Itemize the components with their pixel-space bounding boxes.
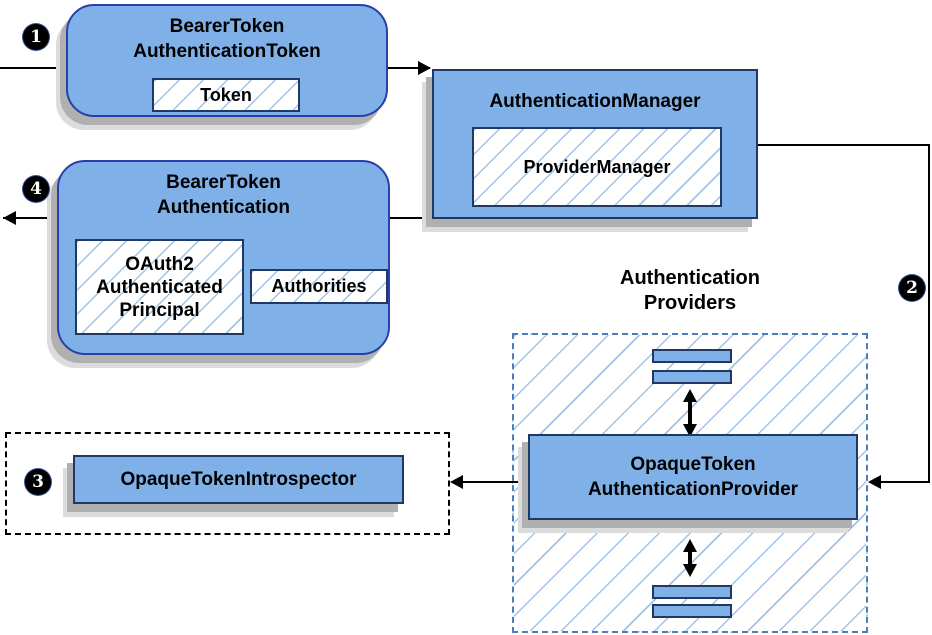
bidirectional-arrow-shaft bbox=[688, 550, 692, 566]
manager-to-provider-line-bottom bbox=[878, 481, 930, 483]
title-line-2: AuthenticationProvider bbox=[587, 479, 799, 500]
arrowhead-to-manager bbox=[418, 61, 431, 75]
provider-to-introspector-line bbox=[454, 481, 528, 483]
provider-stack-bar bbox=[652, 604, 732, 618]
authentication-providers-label: Authentication Providers bbox=[512, 266, 868, 316]
token-field: Token bbox=[152, 78, 300, 112]
title-line-2: AuthenticationToken bbox=[133, 41, 321, 62]
step-badge-4: 4 bbox=[23, 176, 49, 202]
step-badge-3: 3 bbox=[25, 469, 51, 495]
title-line-1: OpaqueToken bbox=[630, 454, 756, 475]
opaque-token-introspector-node: OpaqueTokenIntrospector bbox=[73, 455, 404, 504]
oauth2-authenticated-principal-field: OAuth2 Authenticated Principal bbox=[75, 239, 244, 335]
label-line-1: Authentication bbox=[620, 267, 760, 289]
provider-manager-field: ProviderManager bbox=[472, 127, 722, 207]
manager-to-provider-line-top bbox=[758, 144, 930, 146]
bidirectional-arrow-icon bbox=[683, 389, 697, 402]
authentication-manager-title: AuthenticationManager bbox=[489, 91, 701, 112]
step-badge-1: 1 bbox=[23, 24, 49, 50]
provider-manager-label: ProviderManager bbox=[523, 156, 671, 177]
token-label: Token bbox=[200, 84, 252, 105]
step-number: 1 bbox=[30, 27, 42, 47]
bearer-token-authentication-token-node: BearerToken AuthenticationToken Token bbox=[66, 4, 388, 117]
step-number: 2 bbox=[906, 278, 918, 298]
title-line-1: BearerToken bbox=[169, 16, 285, 37]
step-badge-2: 2 bbox=[899, 275, 925, 301]
title-line-1: BearerToken bbox=[166, 172, 281, 193]
step-number: 3 bbox=[32, 472, 44, 492]
authorities-field: Authorities bbox=[250, 269, 388, 304]
label-line-2: Providers bbox=[643, 292, 737, 314]
principal-line-1: OAuth2 bbox=[125, 253, 194, 275]
arrowhead-to-introspector bbox=[450, 475, 463, 489]
opaque-token-authentication-provider-node: OpaqueToken AuthenticationProvider bbox=[528, 434, 858, 520]
authorities-label: Authorities bbox=[271, 276, 367, 296]
provider-stack-bar bbox=[652, 370, 732, 384]
bidirectional-arrow-icon bbox=[683, 424, 697, 437]
bidirectional-arrow-shaft bbox=[688, 400, 692, 426]
provider-stack-bar bbox=[652, 349, 732, 363]
arrowhead-to-provider bbox=[868, 475, 881, 489]
arrowhead-result-out bbox=[3, 211, 16, 225]
opaque-token-authentication-provider-title: OpaqueToken AuthenticationProvider bbox=[530, 436, 856, 518]
manager-to-provider-line-vertical bbox=[928, 144, 930, 483]
bearer-token-authentication-title: BearerToken Authentication bbox=[59, 162, 388, 220]
authentication-manager-node: AuthenticationManager ProviderManager bbox=[432, 69, 758, 219]
bearer-token-authentication-node: BearerToken Authentication OAuth2 Authen… bbox=[57, 160, 390, 355]
bidirectional-arrow-icon bbox=[683, 539, 697, 552]
step-number: 4 bbox=[30, 179, 42, 199]
opaque-token-introspector-label: OpaqueTokenIntrospector bbox=[120, 468, 357, 490]
title-line-2: Authentication bbox=[157, 197, 290, 218]
principal-line-2: Authenticated bbox=[96, 276, 223, 298]
bidirectional-arrow-icon bbox=[683, 564, 697, 577]
provider-stack-bar bbox=[652, 585, 732, 599]
opaque-token-introspector-title: OpaqueTokenIntrospector bbox=[75, 457, 402, 502]
principal-line-3: Principal bbox=[119, 299, 200, 321]
bearer-token-authentication-token-title: BearerToken AuthenticationToken bbox=[68, 6, 386, 64]
